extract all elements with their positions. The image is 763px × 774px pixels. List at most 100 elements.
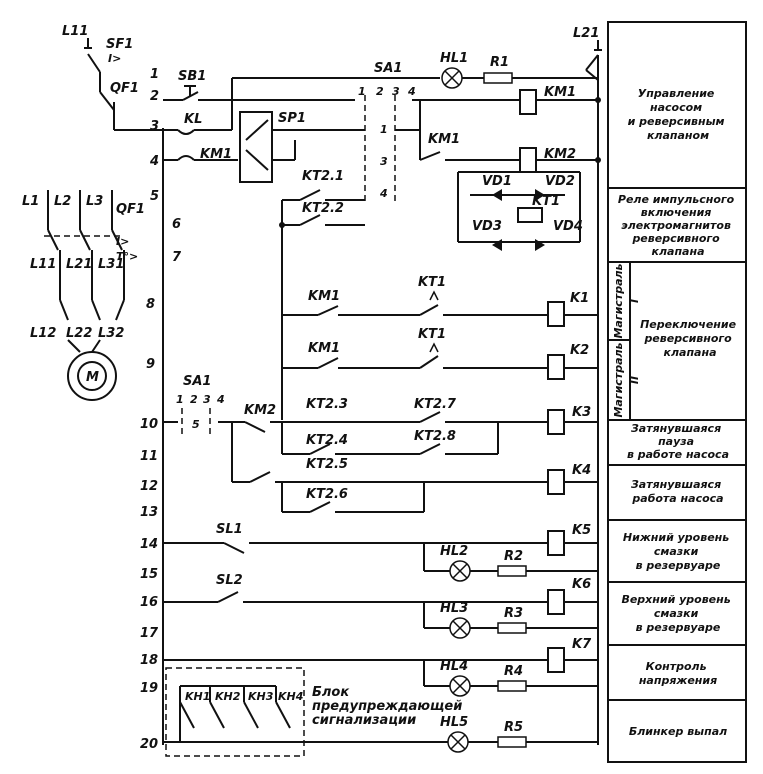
svg-text:1: 1: [358, 85, 366, 98]
row-numbers: 1 2 3 4 5 6 7 8 9 10 11 12 13 14 15 16 1…: [140, 67, 182, 752]
relay-k7: [547, 647, 565, 673]
svg-text:L1: L1: [22, 194, 39, 209]
svg-text:T°>: T°>: [116, 250, 138, 263]
resistor-r5: [497, 736, 527, 748]
svg-text:2: 2: [376, 85, 384, 98]
svg-text:VD1: VD1: [482, 174, 512, 189]
svg-text:4: 4: [216, 393, 225, 406]
sidebar-impulse-relay: Реле импульсного включения электромагнит…: [618, 193, 738, 258]
svg-text:L21: L21: [573, 26, 599, 41]
svg-text:12: 12: [140, 479, 158, 494]
svg-text:11: 11: [140, 449, 158, 464]
svg-text:K7: K7: [572, 637, 592, 652]
svg-text:KT2.4: KT2.4: [306, 433, 348, 448]
svg-text:L21: L21: [66, 257, 92, 272]
svg-text:SL2: SL2: [216, 573, 243, 588]
relay-k2: [547, 354, 565, 380]
svg-text:3: 3: [380, 155, 388, 168]
svg-text:4: 4: [407, 85, 416, 98]
resistor-r4: [497, 680, 527, 692]
svg-text:1: 1: [176, 393, 184, 406]
svg-text:SL1: SL1: [216, 522, 243, 537]
pressure-switch-sp1: [239, 111, 273, 183]
sidebar-high-level: Верхний уровень смазки в резервуаре: [621, 593, 734, 634]
svg-text:HL2: HL2: [440, 544, 468, 559]
svg-text:15: 15: [140, 567, 158, 582]
svg-text:4: 4: [149, 154, 159, 169]
svg-text:17: 17: [140, 626, 159, 641]
svg-text:VD2: VD2: [545, 174, 575, 189]
svg-text:5: 5: [192, 418, 200, 431]
svg-text:KT2.5: KT2.5: [306, 457, 348, 472]
svg-text:KT2.7: KT2.7: [414, 397, 457, 412]
svg-text:14: 14: [140, 537, 158, 552]
svg-text:K4: K4: [572, 463, 591, 478]
svg-text:SP1: SP1: [278, 111, 306, 126]
sidebar-pump-control: Управление насосом и реверсивным клапано…: [628, 87, 729, 142]
svg-text:KT2.8: KT2.8: [414, 429, 456, 444]
sidebar-voltage-control: Контроль напряжения: [639, 660, 717, 687]
svg-text:1: 1: [150, 67, 159, 82]
svg-text:K1: K1: [570, 291, 589, 306]
svg-text:13: 13: [140, 505, 158, 520]
svg-text:5: 5: [150, 189, 159, 204]
svg-text:R5: R5: [504, 720, 523, 735]
svg-text:SB1: SB1: [178, 69, 206, 84]
voltage-and-alarm-circuit: K7 HL4 R4 KH1 KH2 KH3 KH4 Блок предупреж…: [163, 637, 598, 757]
svg-text:KM1: KM1: [308, 289, 340, 304]
svg-text:KT2.1: KT2.1: [302, 169, 344, 184]
svg-text:VD4: VD4: [553, 219, 583, 234]
svg-text:3: 3: [203, 393, 211, 406]
sidebar-blinker: Блинкер выпал: [629, 725, 727, 738]
svg-text:L11: L11: [30, 257, 56, 272]
sidebar-mainline-1: Магистраль: [612, 263, 625, 338]
svg-text:L32: L32: [98, 326, 124, 341]
svg-text:KM1: KM1: [544, 85, 576, 100]
svg-text:SF1: SF1: [106, 37, 133, 52]
svg-text:L31: L31: [98, 257, 124, 272]
svg-text:M: M: [86, 370, 99, 385]
sidebar-mainline-1-num: I: [628, 299, 641, 303]
svg-text:KT1: KT1: [532, 194, 560, 209]
coil-km1: [519, 89, 537, 115]
svg-text:KH4: KH4: [278, 690, 303, 703]
svg-text:L11: L11: [62, 24, 88, 39]
svg-text:KT1: KT1: [418, 275, 446, 290]
svg-text:20: 20: [140, 737, 158, 752]
sidebar-low-level: Нижний уровень смазки в резервуаре: [623, 531, 733, 572]
svg-text:L12: L12: [30, 326, 56, 341]
svg-text:K6: K6: [572, 577, 591, 592]
svg-text:18: 18: [140, 653, 158, 668]
sidebar-mainline-2-num: II: [628, 376, 641, 384]
svg-text:KM1: KM1: [200, 147, 232, 162]
relay-k3: [547, 409, 565, 435]
motor-circuit: L1 L2 L3 QF1 I> T°> L11 L21 L31 L12 L22 …: [22, 190, 145, 401]
svg-text:KT2.3: KT2.3: [306, 397, 348, 412]
svg-text:QF1: QF1: [110, 81, 139, 96]
svg-text:HL4: HL4: [440, 659, 468, 674]
svg-text:SA1: SA1: [183, 374, 211, 389]
svg-text:VD3: VD3: [472, 219, 502, 234]
svg-text:19: 19: [140, 681, 158, 696]
svg-text:L3: L3: [86, 194, 103, 209]
resistor-r2: [497, 565, 527, 577]
pump-control-circuit: SA1 HL1 R1 SB1 1 2 3 4 1 3 4 KM1 KL: [163, 51, 601, 420]
svg-text:L2: L2: [54, 194, 71, 209]
svg-text:KT2.2: KT2.2: [302, 201, 344, 216]
svg-text:K5: K5: [572, 523, 591, 538]
svg-text:4: 4: [379, 187, 388, 200]
svg-text:K3: K3: [572, 405, 591, 420]
svg-text:KT1: KT1: [418, 327, 446, 342]
sidebar-mainline-2: Магистраль: [612, 342, 625, 417]
function-sidebar: Управление насосом и реверсивным клапано…: [607, 21, 747, 763]
svg-text:KH1: KH1: [185, 690, 210, 703]
pump-timing-circuit: SA1 1 2 3 4 5 KM2 KT2.3 KT2.7 K3 KT2.4 K…: [163, 374, 598, 513]
resistor-r1: [483, 72, 513, 84]
coil-kt1: [517, 207, 543, 223]
resistor-r3: [497, 622, 527, 634]
svg-text:KH2: KH2: [215, 690, 241, 703]
svg-text:QF1: QF1: [116, 202, 145, 217]
relay-k5: [547, 530, 565, 556]
alarm-block: [165, 667, 305, 757]
svg-text:2: 2: [190, 393, 198, 406]
